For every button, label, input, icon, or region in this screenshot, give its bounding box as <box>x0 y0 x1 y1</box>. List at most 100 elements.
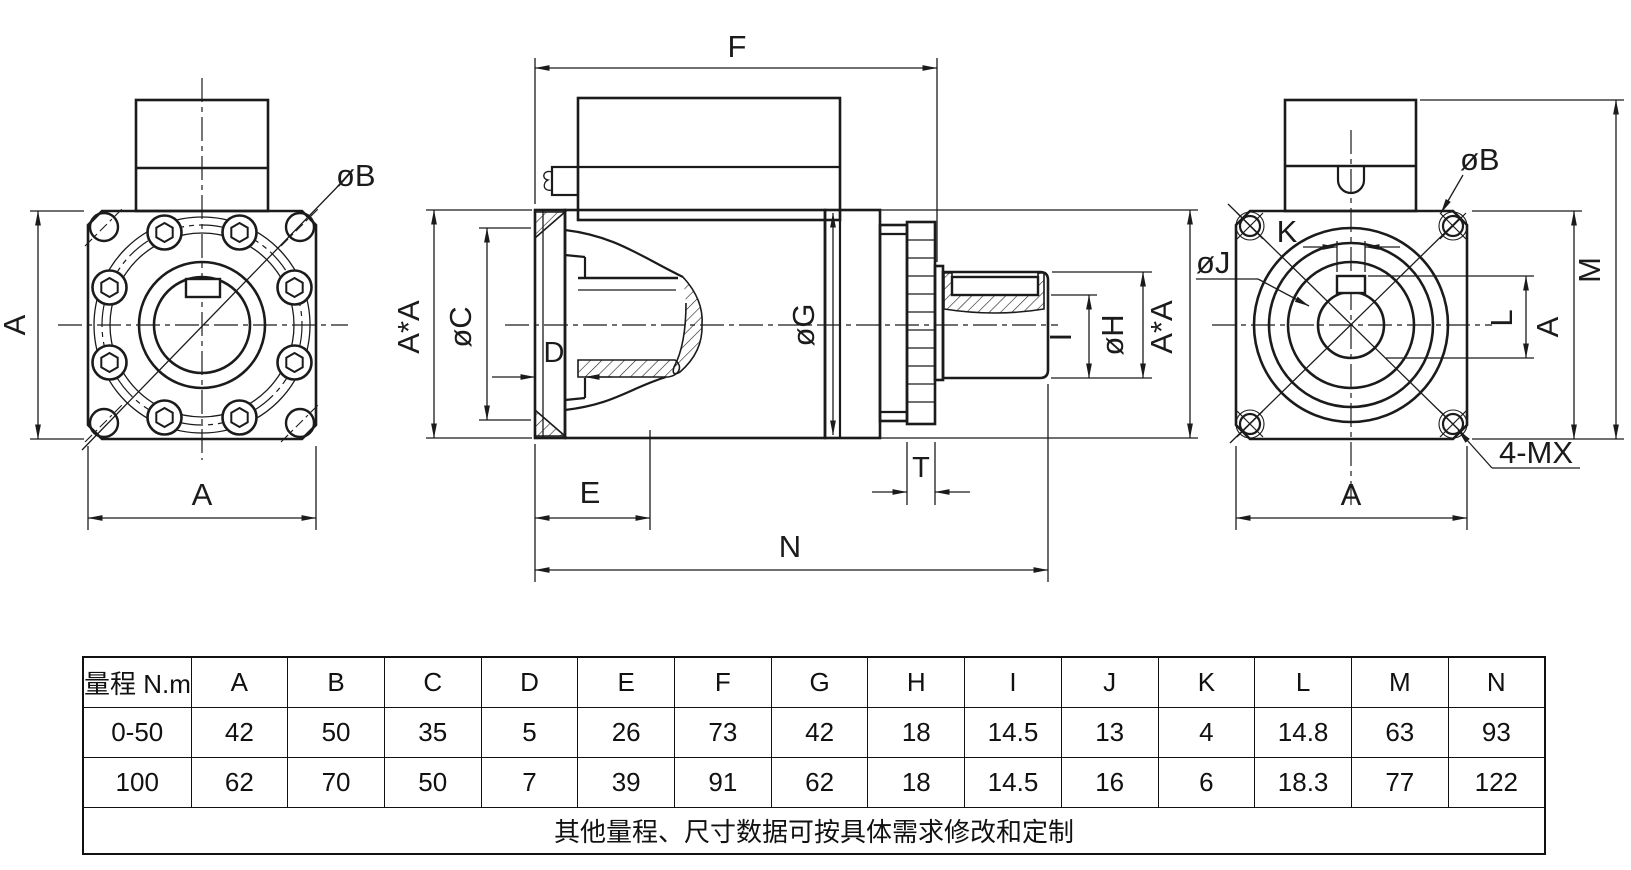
table-cell: 77 <box>1350 757 1449 808</box>
flange-outline <box>1234 209 1469 441</box>
shaft-bore <box>152 275 252 375</box>
table-cell: 91 <box>674 757 772 808</box>
dim-a-bottom: A <box>1235 446 1468 530</box>
dim-axa-left: A*A <box>391 209 532 439</box>
table-header-cell: K <box>1157 656 1256 708</box>
table-header-cell: N <box>1447 656 1546 708</box>
dim-label-screws: 4-MX <box>1499 435 1573 470</box>
table-cell: 14.5 <box>964 707 1062 758</box>
dim-n: N <box>534 384 1049 582</box>
table-header-cell: M <box>1350 656 1449 708</box>
mounting-flange <box>533 208 568 440</box>
dim-dia-b: øB <box>1440 142 1500 214</box>
dim-label-m: M <box>1572 257 1607 283</box>
connector-block <box>134 98 270 213</box>
output-shaft <box>941 270 1050 380</box>
table-header-cell: F <box>674 656 772 708</box>
dim-a-left: A <box>0 210 84 440</box>
connector-block <box>1283 98 1418 213</box>
dim-label-n: N <box>779 529 801 564</box>
pilot-circle <box>137 260 267 390</box>
table-header-cell: C <box>383 656 482 708</box>
dim-label-t: T <box>912 452 930 484</box>
dim-dia-j: øJ <box>1196 245 1310 307</box>
table-header-cell: L <box>1254 656 1352 708</box>
dim-label-a-bottom2: A <box>1341 477 1362 512</box>
table-cell: 39 <box>577 757 676 808</box>
table-cell: 70 <box>287 757 385 808</box>
table-cell: 50 <box>287 707 385 758</box>
dim-i: I <box>1043 294 1097 379</box>
cable <box>543 170 553 191</box>
table-cell: 6 <box>1157 757 1256 808</box>
rear-view: øB K øJ L A <box>1196 98 1624 530</box>
dim-t: T <box>872 442 970 505</box>
dim-dia-g: øG <box>786 212 836 436</box>
corner-hole-leader <box>81 179 345 451</box>
dim-dia-h: øH <box>1051 271 1152 379</box>
dim-label-dia-h: øH <box>1095 314 1130 355</box>
table-cell: 93 <box>1447 707 1546 758</box>
dim-f: F <box>534 29 938 262</box>
input-hub-section <box>564 228 703 412</box>
knurled-ring <box>878 220 937 426</box>
dim-label-dia-c: øC <box>443 306 478 347</box>
table-cell: 5 <box>480 707 579 758</box>
dim-k: K <box>1277 214 1400 272</box>
dim-axa-right: A*A <box>860 209 1198 439</box>
dim-l: L <box>1368 275 1534 359</box>
table-cell: 18 <box>867 757 966 808</box>
section-view: F A*A øC D E <box>391 29 1198 582</box>
diagonal-1 <box>1227 203 1463 434</box>
table-row: 0-50 42 50 35 5 26 73 42 18 14.5 13 4 14… <box>82 707 1546 758</box>
table-cell: 16 <box>1060 757 1159 808</box>
dim-label-a-left: A <box>0 314 32 335</box>
table-cell: 42 <box>190 707 289 758</box>
table-cell: 63 <box>1350 707 1449 758</box>
dim-a-bottom: A <box>87 446 317 530</box>
dim-d: D <box>492 337 612 380</box>
table-header-cell: B <box>287 656 385 708</box>
dim-label-dia-b: øB <box>1460 142 1500 177</box>
table-footer-row: 其他量程、尺寸数据可按具体需求修改和定制 <box>82 807 1546 855</box>
table-cell: 18 <box>867 707 966 758</box>
table-header-cell: A <box>190 656 289 708</box>
hub-hatch-bottom <box>577 359 681 378</box>
table-header-cell: 量程 N.m <box>82 656 192 708</box>
table-header-row: 量程 N.m A B C D E F G H I J K L M N <box>82 656 1546 708</box>
dim-label-l: L <box>1484 309 1519 326</box>
dim-label-i: I <box>1043 333 1078 342</box>
table-cell: 14.5 <box>964 757 1062 808</box>
table-cell: 100 <box>82 757 192 808</box>
dim-label-axa-right: A*A <box>1144 300 1179 354</box>
table-header-cell: H <box>867 656 966 708</box>
dim-label-e: E <box>580 475 601 510</box>
hub-hatch-cap <box>672 276 703 375</box>
dimension-table: 量程 N.m A B C D E F G H I J K L M N 0-50 … <box>82 656 1546 855</box>
table-cell: 0-50 <box>82 707 192 758</box>
keyway <box>1335 274 1367 295</box>
table-header-cell: J <box>1060 656 1159 708</box>
table-cell: 50 <box>383 757 482 808</box>
table-header-cell: I <box>964 656 1062 708</box>
dim-label-dia-g: øG <box>786 303 821 346</box>
dim-label-a-bottom: A <box>192 477 213 512</box>
table-cell: 42 <box>770 707 869 758</box>
table-cell: 13 <box>1060 707 1159 758</box>
table-cell: 35 <box>383 707 482 758</box>
table-header-cell: D <box>480 656 579 708</box>
dim-dia-c: øC <box>443 227 531 421</box>
table-header-cell: E <box>577 656 676 708</box>
connector-block <box>543 96 842 222</box>
table-cell: 62 <box>770 757 869 808</box>
table-cell: 26 <box>577 707 676 758</box>
dim-screw-callout: 4-MX <box>1457 429 1580 470</box>
table-cell: 14.8 <box>1254 707 1352 758</box>
dim-label-a-right: A <box>1530 316 1565 337</box>
keyway <box>184 277 222 299</box>
dim-label-dia-b: øB <box>336 158 376 193</box>
dim-e: E <box>534 430 651 582</box>
keyway-slot <box>950 275 1040 297</box>
bolt-circle <box>101 224 303 426</box>
table-row: 100 62 70 50 7 39 91 62 18 14.5 16 6 18.… <box>82 757 1546 808</box>
